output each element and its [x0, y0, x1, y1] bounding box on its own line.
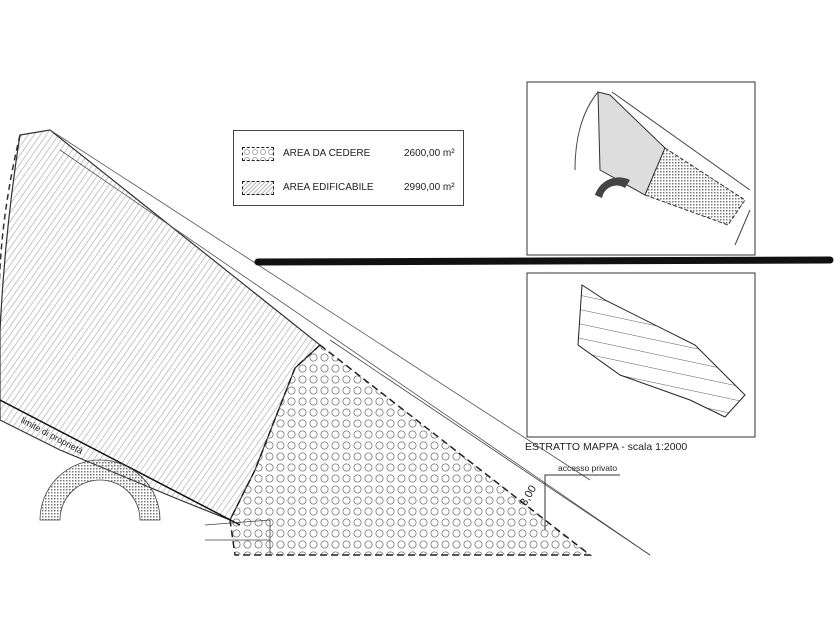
legend-value: 2600,00 m²: [404, 148, 455, 159]
legend: AREA DA CEDERE 2600,00 m² AREA EDIFICABI…: [233, 130, 464, 206]
strike-line: [254, 256, 834, 266]
legend-item-buildable-area: AREA EDIFICABILE 2990,00 m²: [242, 181, 457, 197]
roundabout-arc: [39, 459, 161, 521]
legend-label: AREA DA CEDERE: [283, 148, 371, 159]
circles-pattern-icon: [242, 147, 274, 161]
legend-value: 2990,00 m²: [404, 182, 455, 193]
private-access-label: accesso privato: [558, 463, 618, 473]
property-limit-line: [0, 399, 241, 526]
map-extract-caption: ESTRATTO MAPPA - scala 1:2000: [525, 441, 688, 453]
hatch-pattern-icon: [242, 181, 274, 195]
legend-item-ceded-area: AREA DA CEDERE 2600,00 m²: [242, 147, 457, 163]
legend-label: AREA EDIFICABILE: [283, 182, 374, 193]
